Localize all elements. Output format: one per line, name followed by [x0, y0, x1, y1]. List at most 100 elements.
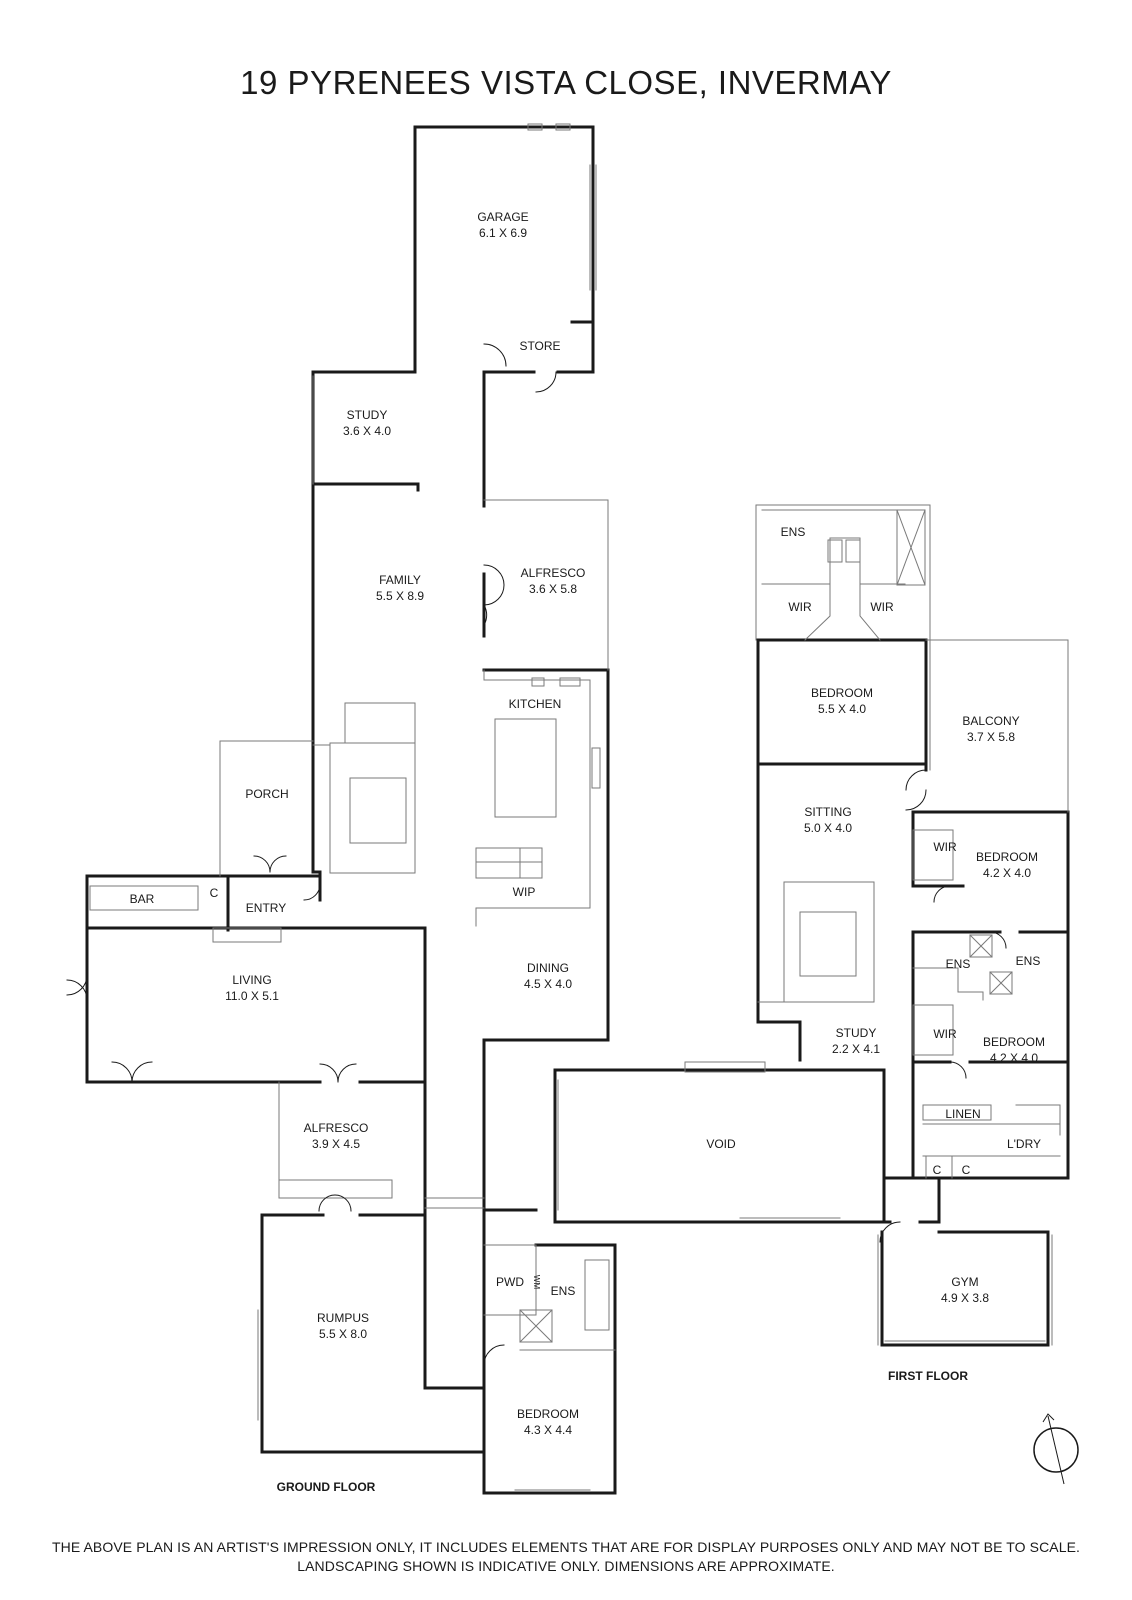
- room-name: LINEN: [945, 1107, 981, 1121]
- room-cupboard: C: [210, 885, 219, 901]
- room-bedroom-2: BEDROOM 4.2 X 4.0: [976, 849, 1038, 881]
- first-floor-label: FIRST FLOOR: [888, 1369, 968, 1383]
- room-ensuite-bed2: ENS: [946, 956, 971, 972]
- room-entry: ENTRY: [246, 900, 286, 916]
- room-name: BEDROOM: [810, 686, 874, 700]
- room-store: STORE: [519, 338, 560, 354]
- room-name: WIR: [870, 600, 894, 614]
- compass-icon: [1033, 1413, 1079, 1485]
- room-name: ENS: [945, 957, 971, 971]
- room-name: ENTRY: [245, 901, 287, 915]
- room-rumpus: RUMPUS 5.5 X 8.0: [317, 1310, 369, 1342]
- room-dimensions: 5.5 X 8.0: [318, 1327, 368, 1341]
- room-dimensions: 3.6 X 5.8: [528, 582, 578, 596]
- room-name: WIR: [933, 1027, 957, 1041]
- room-name: BEDROOM: [975, 850, 1039, 864]
- room-living: LIVING 11.0 X 5.1: [225, 972, 279, 1004]
- room-ensuite-bed3: ENS: [1016, 953, 1041, 969]
- room-dimensions: 11.0 X 5.1: [225, 989, 279, 1003]
- room-study: STUDY 3.6 X 4.0: [343, 407, 391, 439]
- room-sitting: SITTING 5.0 X 4.0: [804, 804, 852, 836]
- room-gym: GYM 4.9 X 3.8: [941, 1274, 989, 1306]
- room-bedroom-3: BEDROOM 4.2 X 4.0: [983, 1034, 1045, 1066]
- room-void: VOID: [706, 1136, 735, 1152]
- room-name: RUMPUS: [316, 1311, 370, 1325]
- first-floor-details: [557, 504, 1069, 1346]
- first-floor-walls: [553, 638, 1070, 1347]
- room-name: ENS: [780, 525, 806, 539]
- room-name: ENS: [1015, 954, 1041, 968]
- room-dimensions: 2.2 X 4.1: [831, 1042, 881, 1056]
- room-name: FAMILY: [379, 573, 421, 587]
- room-name: C: [932, 1163, 942, 1177]
- room-laundry: L'DRY: [1007, 1136, 1041, 1152]
- room-name: BEDROOM: [982, 1035, 1046, 1049]
- ground-floor-doors: [66, 343, 557, 1366]
- room-name: WIR: [788, 600, 812, 614]
- room-dimensions: 3.9 X 4.5: [311, 1137, 361, 1151]
- room-name: STUDY: [346, 408, 388, 422]
- room-name: ALFRESCO: [520, 566, 586, 580]
- ground-floor-label: GROUND FLOOR: [276, 1480, 376, 1494]
- room-porch: PORCH: [245, 786, 288, 802]
- room-name: STUDY: [835, 1026, 877, 1040]
- room-dimensions: 5.5 X 8.9: [375, 589, 425, 603]
- room-name: STORE: [519, 339, 561, 353]
- room-wir-left: WIR: [788, 599, 811, 615]
- room-name: BALCONY: [962, 714, 1020, 728]
- room-name: DINING: [526, 961, 569, 975]
- room-name: PWD: [496, 1275, 524, 1289]
- room-dining: DINING 4.5 X 4.0: [524, 960, 572, 992]
- room-study-first: STUDY 2.2 X 4.1: [832, 1025, 880, 1057]
- room-dimensions: 4.2 X 4.0: [989, 1051, 1039, 1065]
- room-dimensions: 4.9 X 3.8: [940, 1291, 990, 1305]
- room-ensuite-main: ENS: [781, 524, 806, 540]
- room-ensuite: ENS: [551, 1283, 576, 1299]
- plan-title: 19 PYRENEES VISTA CLOSE, INVERMAY: [240, 64, 892, 101]
- room-bar: BAR: [130, 891, 155, 907]
- room-name: GARAGE: [477, 210, 529, 224]
- room-name: BAR: [129, 892, 155, 906]
- room-name: ENS: [550, 1284, 576, 1298]
- room-name: WM: [532, 1274, 541, 1290]
- room-powder: PWD: [496, 1274, 524, 1290]
- room-name: PORCH: [245, 787, 289, 801]
- room-alfresco-upper: ALFRESCO 3.6 X 5.8: [521, 565, 586, 597]
- room-bedroom-main: BEDROOM 5.5 X 4.0: [811, 685, 873, 717]
- room-dimensions: 3.6 X 4.0: [342, 424, 392, 438]
- room-name: C: [961, 1163, 971, 1177]
- room-wir-bed2: WIR: [933, 839, 956, 855]
- room-dimensions: 5.0 X 4.0: [803, 821, 853, 835]
- room-dimensions: 6.1 X 6.9: [478, 226, 528, 240]
- room-name: LIVING: [232, 973, 272, 987]
- room-bedroom-ground: BEDROOM 4.3 X 4.4: [517, 1406, 579, 1438]
- room-name: C: [209, 886, 219, 900]
- room-name: L'DRY: [1006, 1137, 1042, 1151]
- room-washing-machine: WM: [528, 1275, 544, 1289]
- ground-floor-details: [89, 123, 616, 1491]
- room-name: WIP: [512, 885, 536, 899]
- room-dimensions: 4.5 X 4.0: [523, 977, 573, 991]
- disclaimer-line-1: THE ABOVE PLAN IS AN ARTIST'S IMPRESSION…: [51, 1539, 1081, 1555]
- room-dimensions: 4.2 X 4.0: [982, 866, 1032, 880]
- room-name: WIR: [933, 840, 957, 854]
- room-dimensions: 5.5 X 4.0: [817, 702, 867, 716]
- room-name: ALFRESCO: [303, 1121, 369, 1135]
- room-name: VOID: [706, 1137, 736, 1151]
- room-garage: GARAGE 6.1 X 6.9: [477, 209, 528, 241]
- first-floor-doors: [879, 769, 1007, 1243]
- disclaimer: THE ABOVE PLAN IS AN ARTIST'S IMPRESSION…: [0, 1538, 1132, 1576]
- room-dimensions: 3.7 X 5.8: [966, 730, 1016, 744]
- room-linen: LINEN: [945, 1106, 980, 1122]
- room-name: SITTING: [804, 805, 852, 819]
- room-alfresco-lower: ALFRESCO 3.9 X 4.5: [304, 1120, 369, 1152]
- room-name: GYM: [951, 1275, 979, 1289]
- room-cupboard-2: C: [962, 1162, 971, 1178]
- room-name: BEDROOM: [516, 1407, 580, 1421]
- room-balcony: BALCONY 3.7 X 5.8: [962, 713, 1019, 745]
- room-wir-bed3: WIR: [933, 1026, 956, 1042]
- room-wip: WIP: [513, 884, 536, 900]
- room-family: FAMILY 5.5 X 8.9: [376, 572, 424, 604]
- room-kitchen: KITCHEN: [509, 696, 562, 712]
